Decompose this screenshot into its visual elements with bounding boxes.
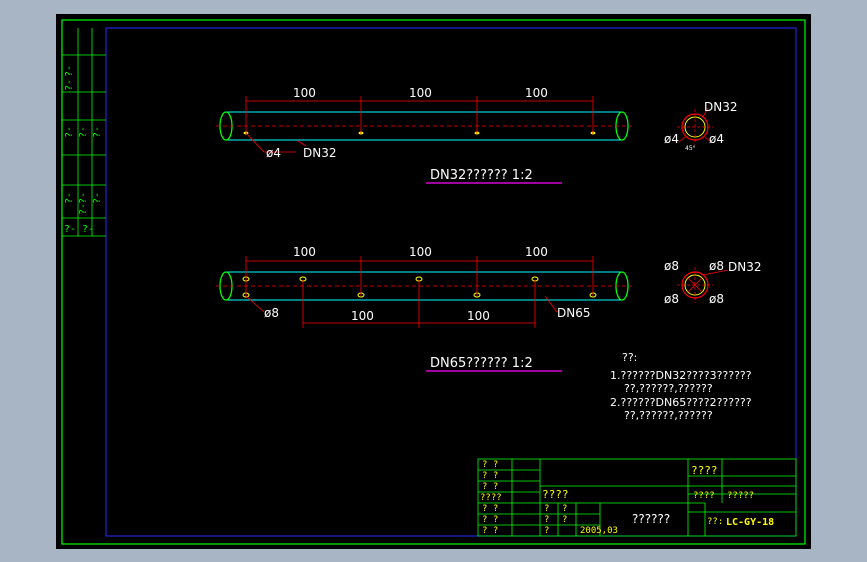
tb-cell: ????	[693, 491, 715, 501]
angle-label: 45°	[685, 145, 696, 152]
tb-cell: ? ?	[482, 504, 498, 514]
dimension-label: 100	[293, 245, 316, 259]
side-table-labels: ?- ?- ?- ?- ?- ?- ?- ?- ?- ?- ?-	[64, 65, 103, 235]
tb-cell: ?	[562, 504, 567, 514]
tb-cell: ?	[544, 504, 549, 514]
outer-border	[61, 19, 806, 545]
side-label: ?-	[64, 79, 75, 91]
tb-cell: ?	[562, 515, 567, 525]
drawing-code: LC-GY-18	[726, 517, 774, 528]
side-table	[62, 28, 106, 237]
tb-cell: ?????	[727, 491, 754, 501]
side-label: ?-	[78, 203, 89, 215]
note-line: ??,??????,??????	[624, 382, 713, 395]
title-block-text: ? ? ? ? ? ? ???? ? ? ? ? ? ? ? ? ? ? ? 2…	[480, 460, 774, 536]
view-caption: DN32?????? 1:2	[430, 168, 533, 183]
pipe-size-callout: DN65	[557, 306, 591, 320]
section-dn32: DN32 ø4 ø4 45°	[664, 100, 738, 152]
dimension-label: 100	[525, 245, 548, 259]
hole-callout: ø4	[709, 132, 724, 146]
tb-cell: ? ?	[482, 515, 498, 525]
tb-cell: ????	[480, 493, 502, 503]
tb-cell: ????	[542, 488, 569, 501]
section-size-label: DN32	[728, 260, 762, 274]
tb-cell: ??:	[707, 517, 723, 527]
pipe-view-dn65: 100 100 100 100 100 ø8 DN65 DN65?????? 1…	[216, 245, 632, 372]
hole-callout: ø8	[664, 259, 679, 273]
dimension-label: 100	[467, 309, 490, 323]
tb-date: 2005,03	[580, 526, 618, 536]
dimension-label: 100	[351, 309, 374, 323]
hole-callout: ø4	[266, 146, 281, 160]
side-label: ?-	[78, 192, 89, 204]
inner-frame	[105, 27, 797, 537]
note-line: ??,??????,??????	[624, 409, 713, 422]
dimension-label: 100	[409, 86, 432, 100]
dimension-label: 100	[409, 245, 432, 259]
tb-cell: ????	[691, 464, 718, 477]
side-label: ?-	[64, 126, 75, 138]
side-label: ?-	[78, 126, 89, 138]
tb-cell: ? ?	[482, 526, 498, 536]
tb-cell: ?	[544, 526, 549, 536]
tb-cell: ?	[544, 515, 549, 525]
side-label: ?- ?-	[64, 224, 94, 235]
side-label: ?-	[92, 126, 103, 138]
pipe-size-callout: DN32	[303, 146, 337, 160]
notes-title: ??:	[622, 351, 637, 364]
hole-callout: ø8	[264, 306, 279, 320]
section-size-label: DN32	[704, 100, 738, 114]
hole-callout: ø4	[664, 132, 679, 146]
dimension-label: 100	[293, 86, 316, 100]
notes: ??: 1.??????DN32????3?????? ??,??????,??…	[610, 351, 752, 422]
dimension-label: 100	[525, 86, 548, 100]
tb-cell: ? ?	[482, 460, 498, 470]
drawing-title: ??????	[632, 512, 670, 526]
side-label: ?-	[64, 65, 75, 77]
tb-cell: ? ?	[482, 471, 498, 481]
hole-callout: ø8	[709, 259, 724, 273]
side-label: ?-	[92, 192, 103, 204]
hole-callout: ø8	[664, 292, 679, 306]
hole-callout: ø8	[709, 292, 724, 306]
note-line: 2.??????DN65????2??????	[610, 396, 752, 409]
section-dn65: ø8 ø8 DN32 ø8 ø8	[664, 259, 762, 306]
view-caption: DN65?????? 1:2	[430, 356, 533, 371]
note-line: 1.??????DN32????3??????	[610, 369, 752, 382]
side-label: ?-	[64, 192, 75, 204]
title-block	[477, 458, 797, 537]
pipe-view-dn32: 100 100 100 ø4 DN32 DN32?????? 1:2	[216, 86, 632, 184]
tb-cell: ? ?	[482, 482, 498, 492]
